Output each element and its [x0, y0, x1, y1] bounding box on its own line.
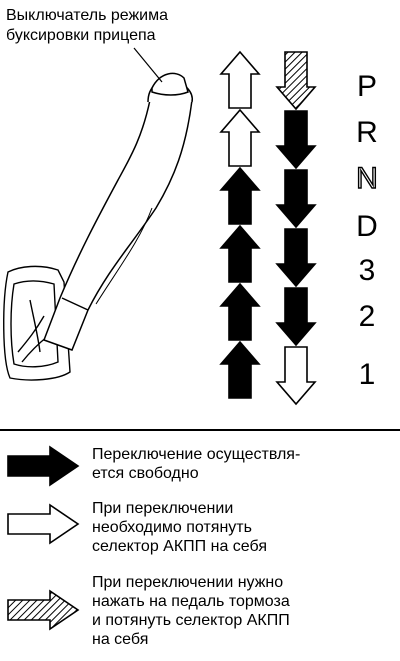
gear-label-n: N	[355, 161, 378, 195]
shift-down-arrow-5	[275, 287, 317, 347]
shift-down-arrow-1	[275, 51, 317, 111]
shift-down-arrow-4	[275, 228, 317, 288]
shift-down-arrow-6	[275, 346, 317, 406]
callout-leader-line	[133, 47, 163, 83]
shift-up-arrows	[219, 50, 261, 399]
legend-arrow-solid	[7, 445, 80, 487]
shift-down-arrow-2	[275, 110, 317, 170]
gear-label-d: D	[356, 210, 378, 243]
gear-label-p: P	[356, 70, 377, 103]
legend-text-hatched: При переключении нужно нажать на педаль …	[92, 574, 290, 648]
legend-arrows	[7, 445, 80, 631]
gear-label-2: 2	[358, 300, 376, 333]
shift-down-arrows	[275, 51, 317, 406]
tow-mode-switch-callout: Выключатель режима буксировки прицепа	[6, 7, 169, 44]
legend-text-solid: Переключение осуществля- ется свободно	[92, 446, 301, 482]
gear-lever-illustration	[43, 72, 193, 351]
shifter-base-illustration	[3, 265, 71, 381]
gear-label-1: 1	[358, 358, 376, 391]
gear-label-r: R	[356, 116, 378, 149]
gear-label-3: 3	[358, 254, 376, 287]
shift-up-arrow-6	[219, 340, 261, 399]
shift-up-arrow-2	[219, 108, 261, 167]
shift-up-arrow-1	[219, 50, 261, 109]
shift-up-arrow-4	[219, 224, 261, 283]
shift-down-arrow-3	[275, 169, 317, 229]
legend-arrow-outline	[7, 503, 80, 545]
shift-up-arrow-5	[219, 282, 261, 341]
legend-divider	[0, 429, 400, 431]
legend-arrow-hatched	[7, 589, 80, 631]
legend-text-outline: При переключении необходимо потянуть сел…	[92, 500, 267, 555]
shift-up-arrow-3	[219, 166, 261, 225]
